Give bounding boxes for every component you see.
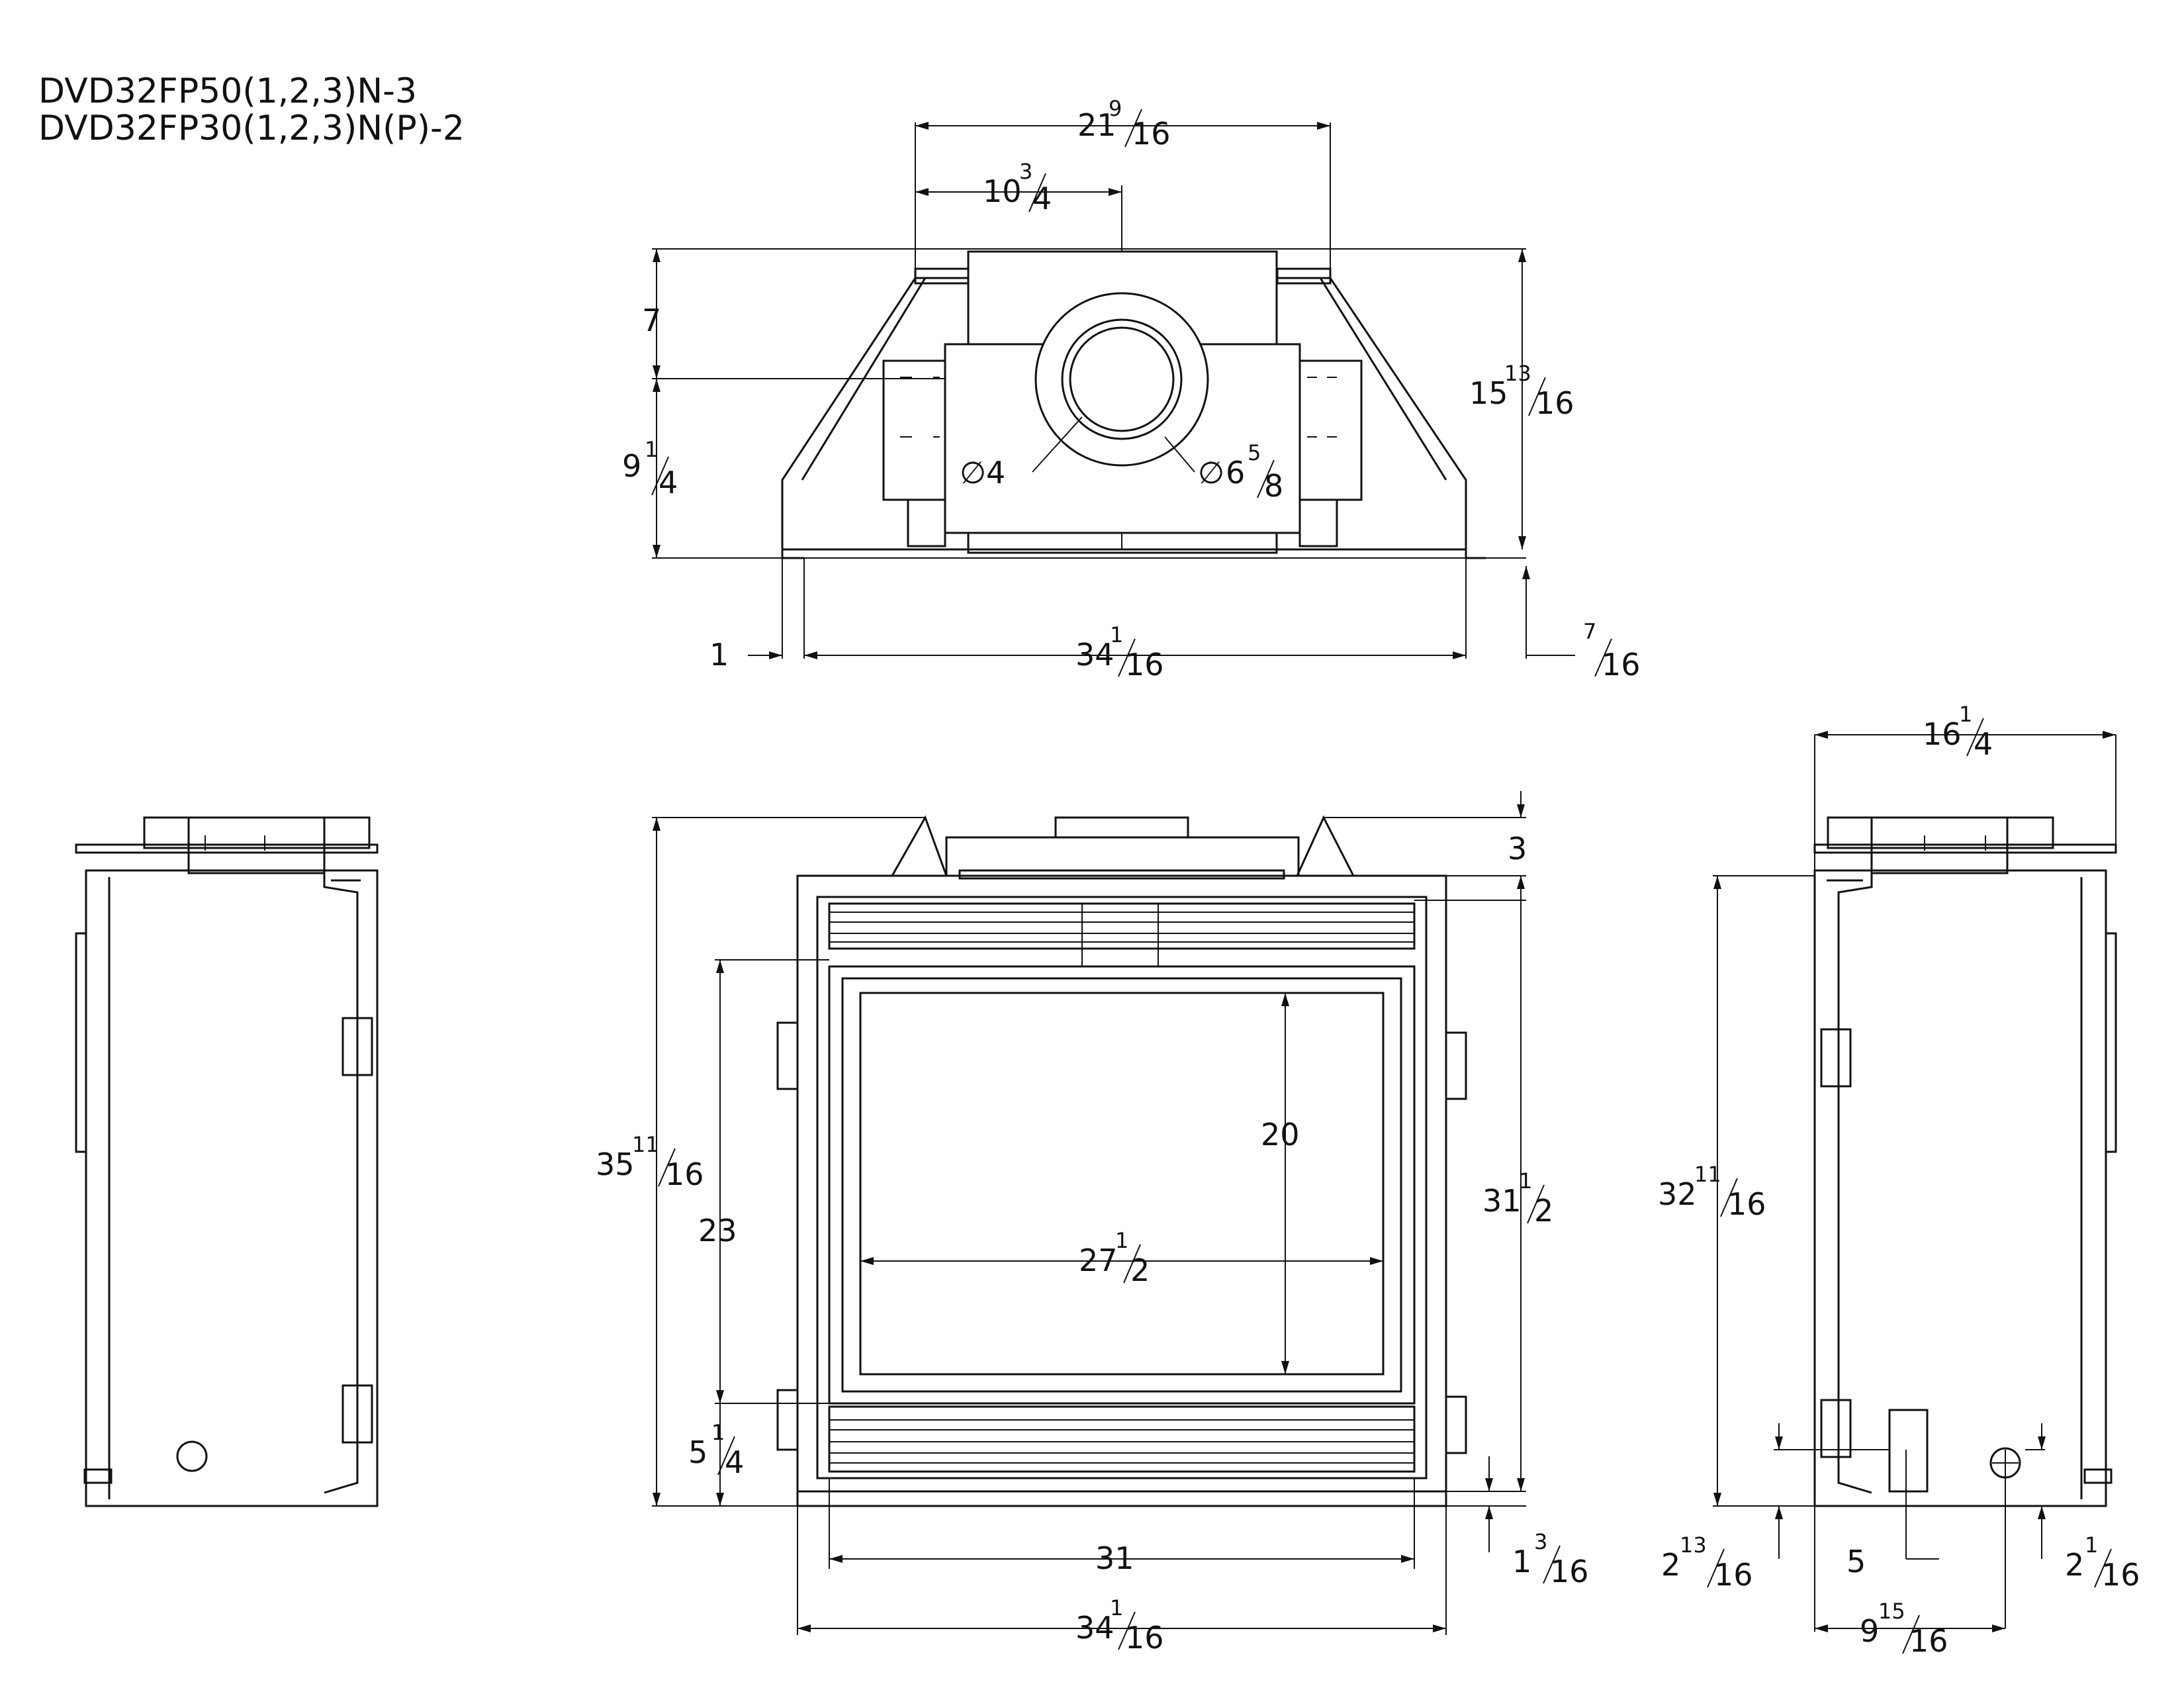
dim-gas-height-den: 16 bbox=[1714, 1557, 1753, 1593]
dim-overall-width-whole: 21 bbox=[1077, 107, 1116, 143]
dim-base-offset-den: 16 bbox=[1550, 1554, 1589, 1589]
dim-bottom-offset-den: 4 bbox=[725, 1444, 744, 1480]
front-view: 3 35 11 16 23 20 27 1 2 31 1 2 5 1 4 31 … bbox=[596, 791, 1589, 1656]
left-side-view bbox=[75, 816, 379, 1507]
dim-outer-vent-num: 5 bbox=[1248, 440, 1261, 465]
dim-base-offset-whole: 1 bbox=[1512, 1544, 1531, 1579]
dim-gas-offset: 5 bbox=[1846, 1544, 1866, 1579]
dim-lower-depth-whole: 9 bbox=[622, 448, 641, 484]
dim-height-whole: 32 bbox=[1658, 1176, 1697, 1212]
dim-inner-vent-whole: 4 bbox=[986, 455, 1005, 491]
dim-overall-depth-num: 13 bbox=[1504, 361, 1531, 386]
dim-inner-vent-prefix: ∅ bbox=[960, 455, 986, 491]
dim-glass-width-den: 2 bbox=[1130, 1252, 1150, 1288]
dim-lower-depth-num: 1 bbox=[645, 437, 658, 462]
dim-overall-depth-whole: 15 bbox=[1469, 375, 1508, 411]
dim-overall-width-den: 16 bbox=[1132, 116, 1171, 152]
dim-glass-width-num: 1 bbox=[1115, 1228, 1128, 1253]
dim-overall-height-whole: 35 bbox=[596, 1147, 635, 1182]
top-view: 21 9 16 10 3 4 7 9 1 4 15 13 16 ∅ 4 ∅ 6 … bbox=[622, 96, 1641, 682]
dim-gas-height-num: 13 bbox=[1680, 1532, 1707, 1558]
dim-glass-height: 20 bbox=[1261, 1117, 1300, 1152]
dim-access-height-whole: 2 bbox=[2065, 1547, 2084, 1583]
dim-opening-height: 23 bbox=[698, 1213, 737, 1248]
dim-access-height-num: 1 bbox=[2085, 1532, 2098, 1558]
dim-depth-den: 4 bbox=[1974, 726, 1993, 762]
dim-gas-height-whole: 2 bbox=[1661, 1547, 1680, 1583]
dim-base-offset-num: 3 bbox=[1534, 1529, 1547, 1554]
dim-overall-height-num: 11 bbox=[632, 1132, 659, 1157]
dim-center-offset-whole: 10 bbox=[983, 173, 1022, 209]
dim-outer-vent-whole: 6 bbox=[1226, 455, 1245, 491]
dim-outer-width-den: 16 bbox=[1125, 1620, 1164, 1656]
dim-access-depth-num: 15 bbox=[1878, 1599, 1905, 1624]
dim-body-height-whole: 31 bbox=[1482, 1183, 1522, 1219]
dim-bottom-offset-num: 1 bbox=[711, 1420, 725, 1445]
dim-access-depth-den: 16 bbox=[1909, 1623, 1948, 1659]
dim-outer-vent-den: 8 bbox=[1264, 468, 1283, 504]
dim-outer-vent-prefix: ∅ bbox=[1198, 455, 1224, 491]
dim-height-num: 11 bbox=[1694, 1162, 1721, 1187]
dim-left-flange: 1 bbox=[709, 637, 729, 673]
dim-upper-depth: 7 bbox=[642, 303, 661, 338]
dim-inner-width: 31 bbox=[1095, 1540, 1134, 1576]
dim-depth-num: 1 bbox=[1959, 702, 1972, 727]
dim-base-width-whole: 34 bbox=[1075, 637, 1115, 673]
dim-lower-depth-den: 4 bbox=[659, 465, 678, 500]
dim-right-flange-num: 7 bbox=[1583, 619, 1596, 644]
dim-base-width-den: 16 bbox=[1125, 647, 1164, 682]
dim-bottom-offset-whole: 5 bbox=[688, 1434, 707, 1470]
dim-top-clearance: 3 bbox=[1508, 831, 1527, 867]
dim-center-offset-num: 3 bbox=[1019, 159, 1032, 184]
dim-outer-width-whole: 34 bbox=[1075, 1610, 1115, 1646]
dim-access-height-den: 16 bbox=[2101, 1557, 2140, 1593]
dim-overall-depth-den: 16 bbox=[1535, 385, 1574, 421]
dim-body-height-num: 1 bbox=[1519, 1168, 1532, 1194]
dim-base-width-num: 1 bbox=[1110, 622, 1123, 647]
dim-body-height-den: 2 bbox=[1534, 1193, 1553, 1229]
dim-overall-height-den: 16 bbox=[665, 1156, 704, 1192]
dim-right-flange-den: 16 bbox=[1602, 647, 1641, 682]
dim-outer-width-num: 1 bbox=[1110, 1595, 1123, 1620]
model-number-1: DVD32FP50(1,2,3)N-3 bbox=[38, 71, 417, 111]
model-number-2: DVD32FP30(1,2,3)N(P)-2 bbox=[38, 109, 465, 148]
dim-glass-width-whole: 27 bbox=[1079, 1243, 1118, 1278]
dim-height-den: 16 bbox=[1727, 1186, 1766, 1222]
fraction-marks bbox=[651, 109, 2112, 1654]
right-side-view: 16 1 4 32 11 16 2 13 16 5 9 15 16 2 1 16 bbox=[1658, 702, 2140, 1659]
dim-overall-width-num: 9 bbox=[1109, 96, 1122, 121]
dim-depth-whole: 16 bbox=[1923, 716, 1962, 752]
dim-access-depth-whole: 9 bbox=[1860, 1613, 1879, 1649]
dim-center-offset-den: 4 bbox=[1032, 181, 1052, 216]
